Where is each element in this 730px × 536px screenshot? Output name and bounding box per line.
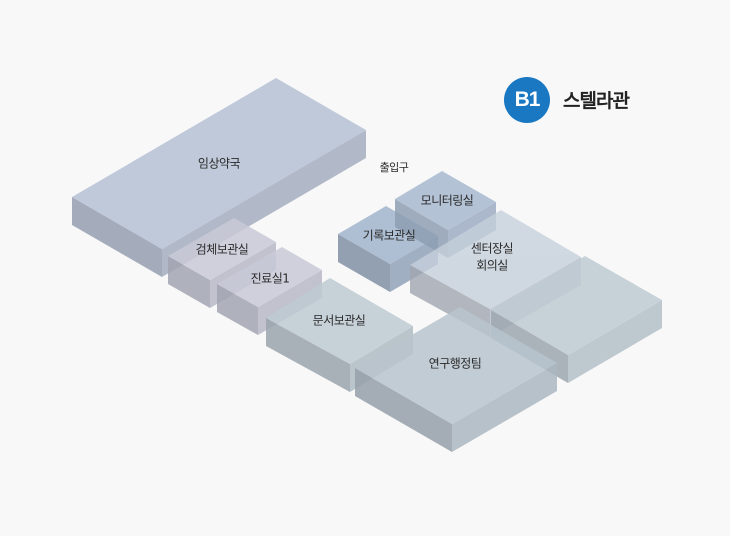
entrance-label: 출입구 <box>379 161 409 174</box>
room-block-research-admin[interactable] <box>355 307 557 452</box>
building-name: 스텔라관 <box>563 90 630 112</box>
room-label-pharmacy: 임상약국 <box>197 156 241 171</box>
room-label-meeting-room: 회의실 <box>476 258 508 273</box>
room-label-clinic-1: 진료실1 <box>250 271 290 286</box>
floor-badge: B1 <box>504 77 550 123</box>
room-label-monitoring-room: 모니터링실 <box>420 193 474 208</box>
room-label-document-storage: 문서보관실 <box>312 313 366 328</box>
room-label-record-storage: 기록보관실 <box>362 228 416 243</box>
room-label-director-office: 센터장실 <box>470 241 514 256</box>
room-label-specimen-storage: 검체보관실 <box>195 242 249 257</box>
room-label-research-admin: 연구행정팀 <box>428 356 482 371</box>
